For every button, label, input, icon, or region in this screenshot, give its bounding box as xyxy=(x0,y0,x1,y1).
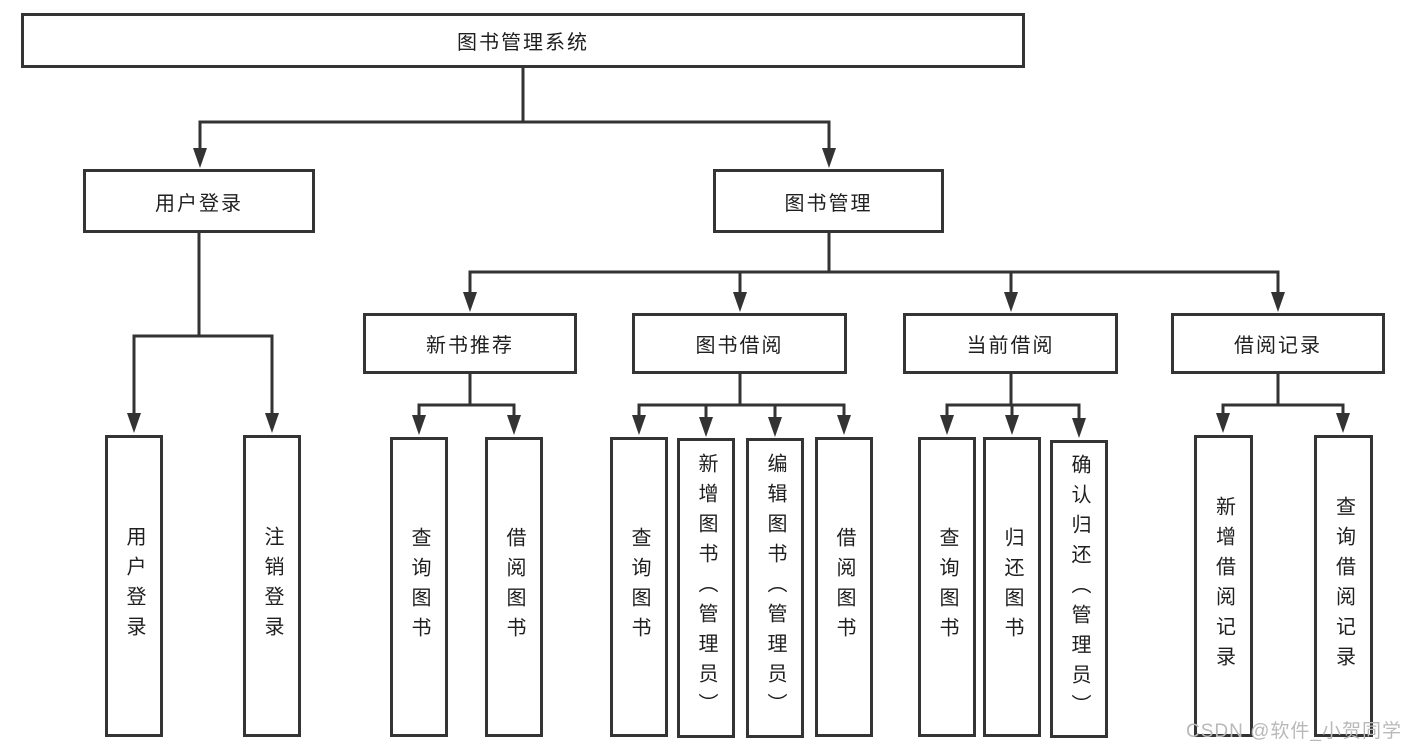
connector-user-login-children xyxy=(127,231,279,433)
node-library-management-system: 图书管理系统 xyxy=(21,13,1025,68)
leaf-user-login: 用户登录 xyxy=(105,435,163,737)
node-new-book-recommend: 新书推荐 xyxy=(363,313,577,374)
connector-book-management-children xyxy=(463,231,1285,312)
node-label: 用户登录 xyxy=(155,192,243,215)
connector-root-to-level1 xyxy=(193,66,836,168)
leaf-label: 借阅图书 xyxy=(833,527,855,647)
leaf-label: 查询图书 xyxy=(628,527,650,647)
leaf-label: 新增借阅记录 xyxy=(1212,496,1235,676)
leaf-label: 借阅图书 xyxy=(503,527,525,647)
node-current-borrow: 当前借阅 xyxy=(903,313,1118,374)
leaf-query-borrow-record: 查询借阅记录 xyxy=(1314,435,1373,737)
node-label: 新书推荐 xyxy=(426,335,514,357)
connector-book-borrow-children xyxy=(632,372,851,437)
leaf-label: 新增图书（管理员） xyxy=(695,453,717,723)
leaf-label: 注销登录 xyxy=(261,526,283,646)
leaf-borrow-books: 借阅图书 xyxy=(815,437,873,737)
csdn-watermark: CSDN @软件_小贺同学 xyxy=(1186,721,1402,742)
node-book-borrow: 图书借阅 xyxy=(632,313,847,374)
connector-borrow-records-children xyxy=(1216,372,1350,433)
leaf-label: 查询图书 xyxy=(408,527,430,647)
leaf-confirm-return-admin: 确认归还（管理员） xyxy=(1050,440,1108,738)
node-user-login: 用户登录 xyxy=(83,169,315,233)
leaf-query-books-recommend: 查询图书 xyxy=(390,437,448,737)
leaf-label: 确认归还（管理员） xyxy=(1068,454,1090,724)
node-label: 图书借阅 xyxy=(695,335,784,357)
node-label: 图书管理 xyxy=(784,192,873,215)
leaf-return-books: 归还图书 xyxy=(983,437,1041,737)
leaf-query-books-borrow: 查询图书 xyxy=(610,437,668,737)
leaf-add-books-admin: 新增图书（管理员） xyxy=(677,438,735,738)
leaf-borrow-books-recommend: 借阅图书 xyxy=(485,437,543,737)
leaf-add-borrow-record: 新增借阅记录 xyxy=(1194,435,1253,737)
leaf-label: 用户登录 xyxy=(123,526,145,646)
leaf-edit-books-admin: 编辑图书（管理员） xyxy=(746,438,804,738)
leaf-logout: 注销登录 xyxy=(243,435,301,737)
node-label: 借阅记录 xyxy=(1234,335,1322,357)
leaf-label: 归还图书 xyxy=(1001,527,1023,647)
leaf-query-books-current: 查询图书 xyxy=(918,437,976,737)
node-book-management: 图书管理 xyxy=(713,169,944,233)
leaf-label: 查询图书 xyxy=(936,527,958,647)
node-borrow-records: 借阅记录 xyxy=(1171,313,1385,374)
connector-new-book-recommend-children xyxy=(412,372,521,435)
node-label: 当前借阅 xyxy=(966,335,1055,357)
connector-current-borrow-children xyxy=(940,372,1086,438)
leaf-label: 查询借阅记录 xyxy=(1332,496,1355,676)
leaf-label: 编辑图书（管理员） xyxy=(764,453,786,723)
node-label: 图书管理系统 xyxy=(457,32,589,54)
